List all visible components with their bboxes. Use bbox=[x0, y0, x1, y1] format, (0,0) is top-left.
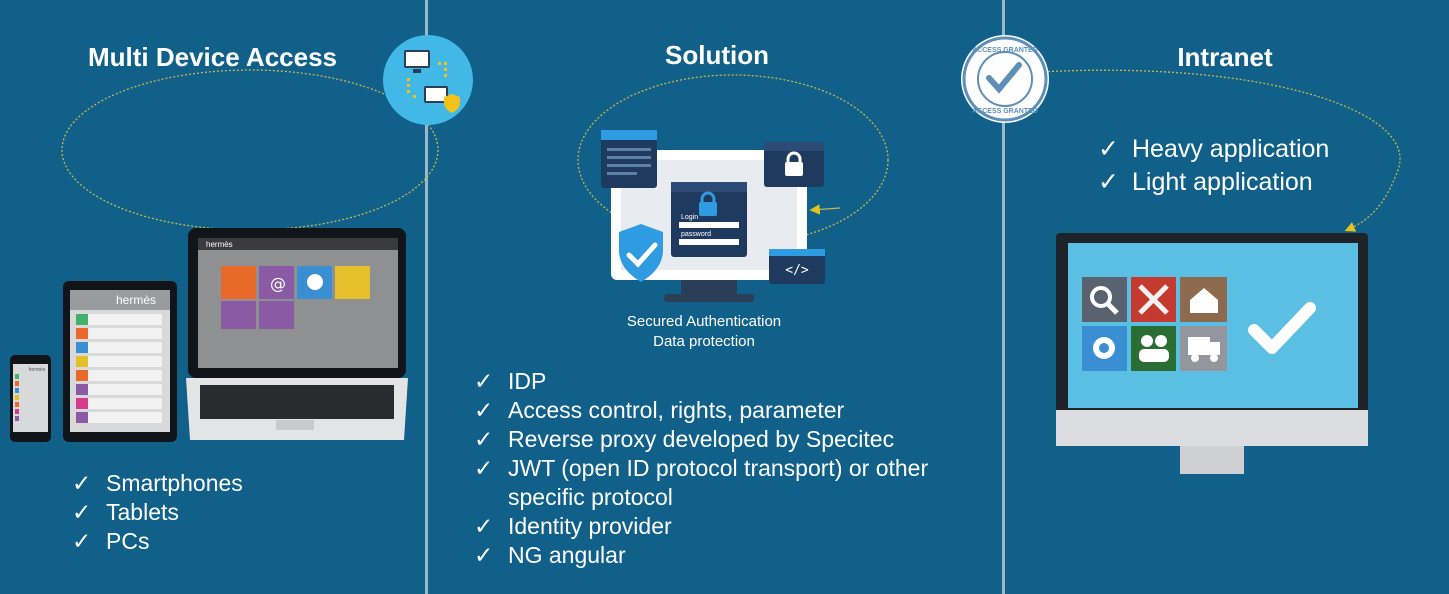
users-icon bbox=[1131, 326, 1176, 371]
check-icon: ✓ bbox=[474, 426, 494, 452]
truck-icon bbox=[1180, 326, 1227, 371]
list-item-continuation: specific protocol bbox=[474, 483, 928, 512]
solution-caption: Secured Authentication Data protection bbox=[594, 312, 814, 352]
check-icon: ✓ bbox=[72, 470, 92, 496]
column-divider-left bbox=[425, 0, 428, 594]
list-item-label: Heavy application bbox=[1132, 135, 1330, 163]
list-item-label: IDP bbox=[508, 368, 547, 394]
code-icon bbox=[769, 249, 825, 284]
svg-text:@: @ bbox=[270, 274, 286, 293]
tablet-illustration bbox=[63, 281, 177, 442]
monitor-password-label: password bbox=[681, 231, 711, 238]
list-item-label: Access control, rights, parameter bbox=[508, 397, 845, 423]
laptop-brand-text: hermès bbox=[206, 240, 233, 249]
check-icon: ✓ bbox=[72, 499, 92, 525]
check-icon: ✓ bbox=[474, 455, 494, 481]
device-list: ✓ Smartphones ✓ Tablets ✓ PCs bbox=[72, 469, 243, 556]
device-sync-icon bbox=[383, 35, 473, 125]
list-item: ✓ IDP bbox=[474, 367, 928, 396]
shield-icon bbox=[619, 224, 663, 282]
list-item-label: specific protocol bbox=[508, 484, 673, 510]
stamp-text-bottom: ACCESS GRANTED bbox=[972, 108, 1038, 115]
tools-icon bbox=[1131, 277, 1176, 322]
list-item: ✓ NG angular bbox=[474, 541, 928, 570]
gear-icon bbox=[1082, 326, 1127, 371]
list-item-label: Light application bbox=[1132, 168, 1313, 196]
list-item-label: Identity provider bbox=[508, 513, 672, 539]
list-item: ✓ Smartphones bbox=[72, 469, 243, 498]
phone-illustration bbox=[10, 355, 51, 442]
list-item-label: Tablets bbox=[106, 499, 179, 525]
check-icon: ✓ bbox=[474, 542, 494, 568]
check-icon: ✓ bbox=[1098, 135, 1119, 163]
list-item: ✓ Reverse proxy developed by Specitec bbox=[474, 425, 928, 454]
stamp-text-top: ACCESS GRANTED bbox=[972, 47, 1038, 54]
list-item: ✓ PCs bbox=[72, 527, 243, 556]
heading-multi-device-access: Multi Device Access bbox=[87, 42, 338, 72]
caption-data-protection: Data protection bbox=[653, 333, 755, 350]
flow-ellipse-left bbox=[61, 69, 439, 231]
tablet-brand-text: hermès bbox=[116, 293, 156, 307]
home-icon bbox=[1180, 277, 1227, 322]
checkmark-icon bbox=[1248, 302, 1316, 354]
list-item-label: Reverse proxy developed by Specitec bbox=[508, 426, 895, 452]
list-item: ✓ Heavy application bbox=[1098, 133, 1329, 166]
secure-monitor-illustration bbox=[601, 130, 825, 302]
list-item: ✓ Access control, rights, parameter bbox=[474, 396, 928, 425]
lock-icon bbox=[699, 191, 717, 216]
intranet-list: ✓ Heavy application ✓ Light application bbox=[1098, 133, 1329, 199]
monitor-login-label: Login bbox=[681, 214, 698, 221]
heading-intranet: Intranet bbox=[1177, 42, 1273, 72]
list-item: ✓ Tablets bbox=[72, 498, 243, 527]
flow-arc-right bbox=[1039, 69, 1401, 232]
flow-arrow-center bbox=[809, 204, 841, 215]
list-item: ✓ Identity provider bbox=[474, 512, 928, 541]
access-granted-stamp-icon bbox=[961, 35, 1049, 123]
column-divider-right bbox=[1002, 0, 1005, 594]
check-icon: ✓ bbox=[474, 368, 494, 394]
check-icon: ✓ bbox=[1098, 168, 1119, 196]
list-item-label: Smartphones bbox=[106, 470, 243, 496]
caption-secured-authentication: Secured Authentication bbox=[626, 313, 782, 330]
check-icon: ✓ bbox=[72, 528, 92, 554]
list-item: ✓ JWT (open ID protocol transport) or oth… bbox=[474, 454, 928, 483]
phone-brand-text: hermès bbox=[29, 367, 46, 373]
check-icon: ✓ bbox=[474, 513, 494, 539]
search-icon bbox=[1082, 277, 1127, 322]
heading-solution: Solution bbox=[665, 40, 769, 70]
list-item-label: JWT (open ID protocol transport) or othe… bbox=[508, 455, 929, 481]
check-icon: ✓ bbox=[474, 397, 494, 423]
intranet-monitor-illustration bbox=[1056, 233, 1368, 474]
list-item-label: PCs bbox=[106, 528, 150, 554]
solution-list: ✓IDP ✓Access control, rights, parameter … bbox=[474, 367, 928, 570]
code-label: </> bbox=[785, 263, 809, 278]
list-item-label: NG angular bbox=[508, 542, 626, 568]
list-item: ✓ Light application bbox=[1098, 166, 1329, 199]
laptop-illustration: @ bbox=[186, 228, 408, 440]
